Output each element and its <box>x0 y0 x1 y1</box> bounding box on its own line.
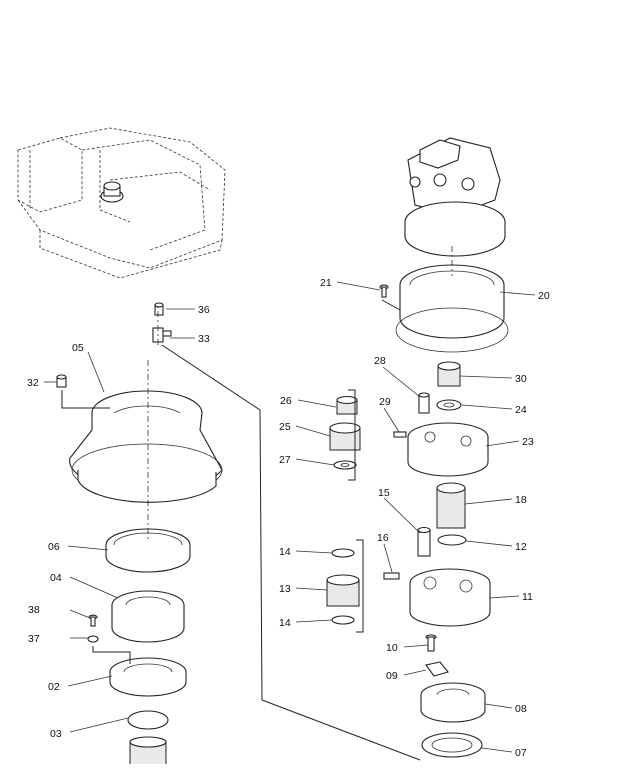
assembly-lines <box>61 246 453 761</box>
callout-15: 15 <box>378 487 390 499</box>
callout-09: 09 <box>386 670 398 682</box>
part-09-lock-plate <box>425 661 449 677</box>
part-12-thrust-washer <box>437 534 467 546</box>
part-33-elbow <box>152 327 172 343</box>
callout-12: 12 <box>515 541 527 553</box>
part-16-pin <box>383 572 400 580</box>
callout-14-upper: 14 <box>279 546 291 558</box>
part-29-pin <box>393 431 407 438</box>
part-03-plate <box>127 710 169 730</box>
callout-29: 29 <box>379 396 391 408</box>
callout-labels: 36 33 05 32 06 04 38 37 02 03 21 20 28 3… <box>27 277 550 759</box>
callout-11: 11 <box>522 591 533 603</box>
part-30-pinion-gear <box>437 361 461 387</box>
callout-28: 28 <box>374 355 386 367</box>
callout-25: 25 <box>279 421 291 433</box>
callout-06: 06 <box>48 541 60 553</box>
part-38-bolt <box>88 614 98 627</box>
callout-08: 08 <box>515 703 527 715</box>
excavator-overview-icon <box>17 127 226 279</box>
part-06-seal <box>105 528 191 573</box>
part-18-sun-gear <box>436 482 466 529</box>
part-05-housing <box>69 390 223 503</box>
part-28-pin <box>418 392 430 414</box>
planet-gear-group-upper <box>329 389 361 481</box>
callout-21: 21 <box>320 277 332 289</box>
callout-38: 38 <box>28 604 40 616</box>
callout-14-lower: 14 <box>279 617 291 629</box>
part-36-fitting <box>154 302 164 316</box>
callout-03: 03 <box>50 728 62 740</box>
callout-18: 18 <box>515 494 527 506</box>
swing-motor-icon <box>404 137 506 257</box>
callout-27: 27 <box>279 454 291 466</box>
callout-24: 24 <box>515 404 527 416</box>
planet-gear-group-lower <box>326 539 364 633</box>
part-37-washer <box>87 635 99 643</box>
callout-07: 07 <box>515 747 527 759</box>
part-21-bolt <box>379 284 389 298</box>
callout-10: 10 <box>386 642 398 654</box>
callout-23: 23 <box>522 436 534 448</box>
part-20-housing <box>395 264 509 353</box>
callout-16: 16 <box>377 532 389 544</box>
part-32-plug <box>56 374 67 388</box>
callout-30: 30 <box>515 373 527 385</box>
part-02-ring <box>109 657 187 697</box>
callout-37: 37 <box>28 633 40 645</box>
callout-20: 20 <box>538 290 550 302</box>
callout-02: 02 <box>48 681 60 693</box>
leader-lines <box>44 281 536 753</box>
callout-32: 32 <box>27 377 39 389</box>
part-07-seal <box>421 732 483 758</box>
part-23-carrier <box>407 422 489 477</box>
callout-36: 36 <box>198 304 210 316</box>
part-24-washer <box>436 399 462 411</box>
part-04-bearing <box>111 590 185 643</box>
callout-04: 04 <box>50 572 62 584</box>
drive-shaft <box>129 736 167 769</box>
part-11-carrier <box>409 568 491 627</box>
callout-13: 13 <box>279 583 291 595</box>
part-08-cover <box>420 682 486 723</box>
callout-05: 05 <box>72 342 84 354</box>
callout-26: 26 <box>280 395 292 407</box>
callout-33: 33 <box>198 333 210 345</box>
part-15-pin <box>417 526 431 557</box>
part-10-bolt <box>425 634 437 652</box>
